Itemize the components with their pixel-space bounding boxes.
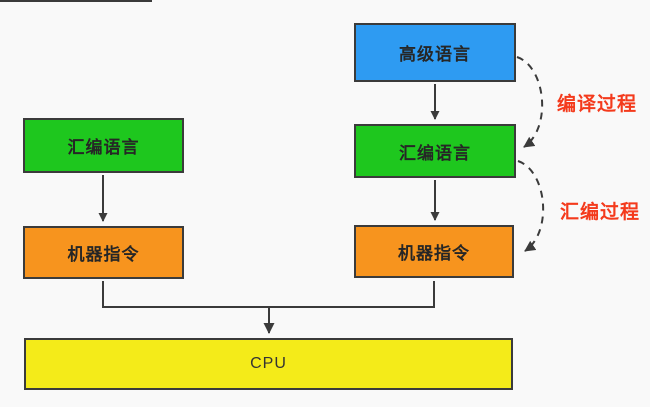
node-high-level-language-label: 高级语言: [399, 45, 471, 64]
node-high-level-language: 高级语言: [354, 23, 516, 82]
node-cpu-label: CPU: [250, 355, 287, 372]
node-machine-instructions-right: 机器指令: [354, 225, 514, 278]
annotation-compile-process: 编译过程: [557, 94, 638, 115]
annotation-assemble-process: 汇编过程: [560, 202, 641, 223]
node-machine-instructions-right-label: 机器指令: [398, 244, 470, 263]
node-assembly-language-right-label: 汇编语言: [399, 143, 471, 163]
dashed-arc-compile-process: [516, 56, 544, 148]
node-assembly-language-left: 汇编语言: [23, 118, 184, 173]
top-edge-line: [0, 0, 152, 2]
node-machine-instructions-left-label: 机器指令: [67, 245, 140, 264]
connector-machine-merge: [102, 281, 435, 308]
node-cpu: CPU: [24, 338, 513, 390]
node-machine-instructions-left: 机器指令: [23, 226, 184, 279]
node-assembly-language-left-label: 汇编语言: [67, 138, 140, 157]
node-assembly-language-right: 汇编语言: [354, 124, 516, 178]
dashed-arc-assemble-process: [517, 160, 545, 252]
